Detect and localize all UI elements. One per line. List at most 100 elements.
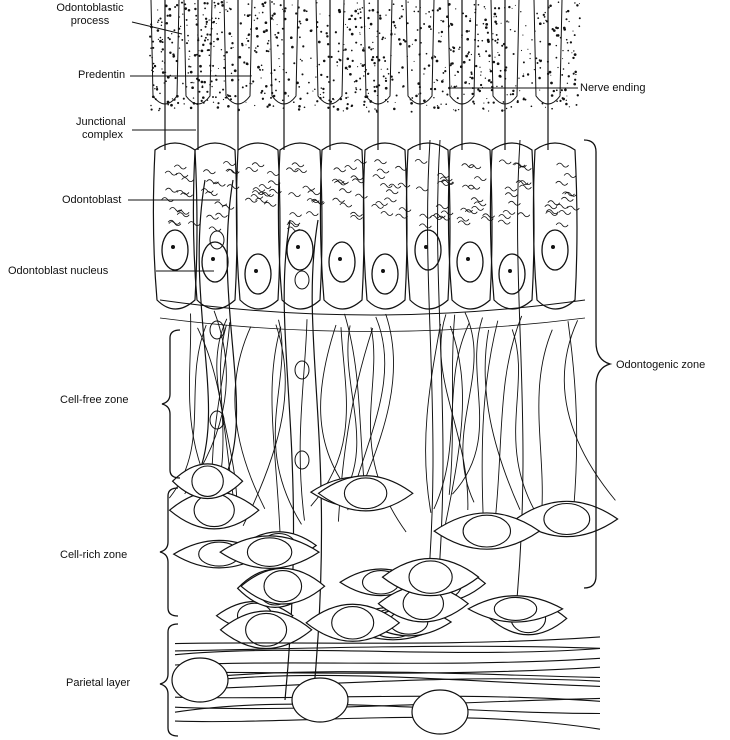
stipple-dot [385,80,387,82]
stipple-dot [398,38,401,41]
stipple-dot [496,42,498,44]
label-junctional-complex-line2: complex [82,129,123,142]
stipple-dot [410,102,413,105]
stipple-dot [199,91,201,93]
stipple-dot [402,9,404,11]
stipple-dot [300,23,302,25]
stipple-dot [156,86,158,88]
stipple-dot [438,32,439,33]
stipple-dot [372,42,373,43]
stipple-dot [398,72,400,74]
stipple-dot [407,56,408,57]
stipple-dot [173,29,175,31]
stipple-dot [430,28,432,30]
stipple-dot [173,99,175,101]
stipple-dot [327,43,329,45]
stipple-dot [227,10,229,12]
stipple-dot [396,94,398,96]
stipple-dot [191,82,193,84]
stipple-dot [271,92,273,94]
stipple-dot [366,69,367,70]
stipple-dot [230,47,232,49]
stipple-dot [217,106,220,109]
stipple-dot [186,19,188,21]
stipple-dot [295,12,297,14]
stipple-dot [264,93,266,95]
stipple-dot [418,53,420,55]
stipple-dot [301,73,303,75]
stipple-dot [316,100,318,102]
stipple-dot [354,18,356,20]
brace-cell-free-zone [162,330,180,478]
stipple-dot [305,18,308,21]
stipple-dot [426,53,428,55]
stipple-dot [512,90,514,92]
cytoplasm-granule [181,193,193,197]
stipple-dot [166,22,169,25]
stipple-dot [579,3,580,4]
stipple-dot [549,71,552,74]
stipple-dot [248,3,250,5]
stipple-dot [351,106,353,108]
cytoplasm-granule [176,173,188,177]
cytoplasm-granule [213,182,225,186]
endothelial-nucleus [295,451,309,469]
stipple-dot [219,12,220,13]
stipple-dot [485,50,487,52]
stipple-dot [423,73,424,74]
stipple-dot [399,43,402,46]
stipple-dot [169,38,171,40]
stipple-dot [255,47,257,49]
stipple-dot [198,38,199,39]
stipple-dot [352,60,354,62]
stipple-dot [501,23,502,24]
stipple-dot [374,65,375,66]
stipple-dot [566,39,568,41]
stipple-dot [410,99,411,100]
stipple-dot [329,15,331,17]
stipple-dot [548,43,551,46]
stipple-dot [300,59,301,60]
stipple-dot [498,7,500,9]
stipple-dot [488,110,489,111]
cytoplasm-granule [177,210,189,214]
cytoplasm-granule [339,189,351,193]
cytoplasm-granule [503,210,515,214]
stipple-dot [180,26,181,27]
stipple-dot [226,97,228,99]
cytoplasm-granule [559,211,571,215]
cytoplasm-granule [381,212,393,216]
stipple-dot [231,36,232,37]
stipple-dot [551,94,554,97]
stipple-dot [428,11,430,13]
stipple-dot [411,69,413,71]
stipple-dot [357,66,358,67]
stipple-dot [282,28,284,30]
stipple-dot [465,15,467,17]
stipple-dot [448,4,450,6]
stipple-dot [470,18,471,19]
stipple-dot [234,95,236,97]
stipple-dot [206,33,208,35]
cytoplasm-granule [345,166,357,170]
stipple-dot [159,40,162,43]
stipple-dot [335,31,337,33]
stipple-dot [441,31,443,33]
stipple-dot [174,107,175,108]
nucleolus [254,269,258,273]
stipple-dot [255,51,257,53]
stipple-dot [326,76,328,78]
stipple-dot [376,36,377,37]
stipple-dot [391,76,393,78]
stipple-dot [423,99,426,102]
stipple-dot [208,49,210,51]
stipple-dot [231,64,233,66]
stipple-dot [373,62,375,64]
stipple-dot [469,83,470,84]
stipple-dot [503,101,505,103]
stipple-dot [367,73,369,75]
endothelial-nucleus [295,271,309,289]
stipple-dot [254,7,256,9]
stipple-dot [301,60,303,62]
stipple-dot [494,13,497,16]
